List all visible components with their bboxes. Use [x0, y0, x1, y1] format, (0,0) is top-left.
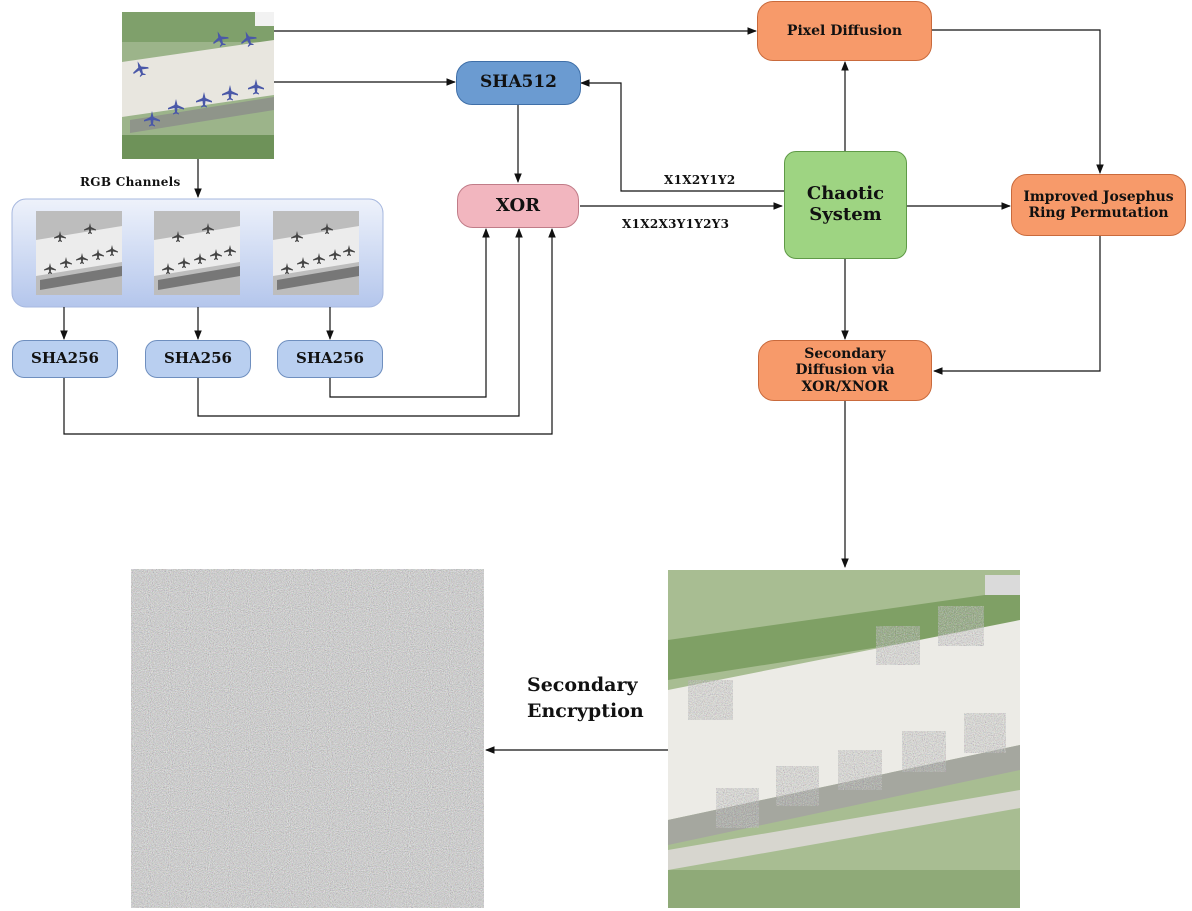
x1x2x3y1y2y3-label: X1X2X3Y1Y2Y3	[622, 217, 730, 231]
connectors	[60, 27, 1104, 754]
partially-encrypted-image	[668, 570, 1020, 908]
secondary-encryption-label-line2: Encryption	[527, 700, 644, 722]
x1x2y1y2-label: X1X2Y1Y2	[664, 173, 736, 187]
josephus-permutation-node: Improved Josephus Ring Permutation	[1011, 174, 1186, 236]
encrypted-noise-image	[131, 569, 484, 908]
channel-image-r	[36, 211, 122, 295]
secondary-diffusion-node: Secondary Diffusion via XOR/XNOR	[758, 340, 932, 401]
pixel-diffusion-node: Pixel Diffusion	[757, 1, 932, 61]
sha256-node-2: SHA256	[145, 340, 251, 378]
secondary-encryption-label-line1: Secondary	[527, 674, 638, 696]
channel-image-g	[154, 211, 240, 295]
rgb-channels-label: RGB Channels	[80, 175, 181, 189]
xor-node: XOR	[457, 184, 579, 228]
original-image	[122, 12, 274, 159]
chaotic-system-node: Chaotic System	[784, 151, 907, 259]
channel-image-b	[273, 211, 359, 295]
sha256-node-1: SHA256	[12, 340, 118, 378]
sha512-node: SHA512	[456, 61, 581, 105]
sha256-node-3: SHA256	[277, 340, 383, 378]
